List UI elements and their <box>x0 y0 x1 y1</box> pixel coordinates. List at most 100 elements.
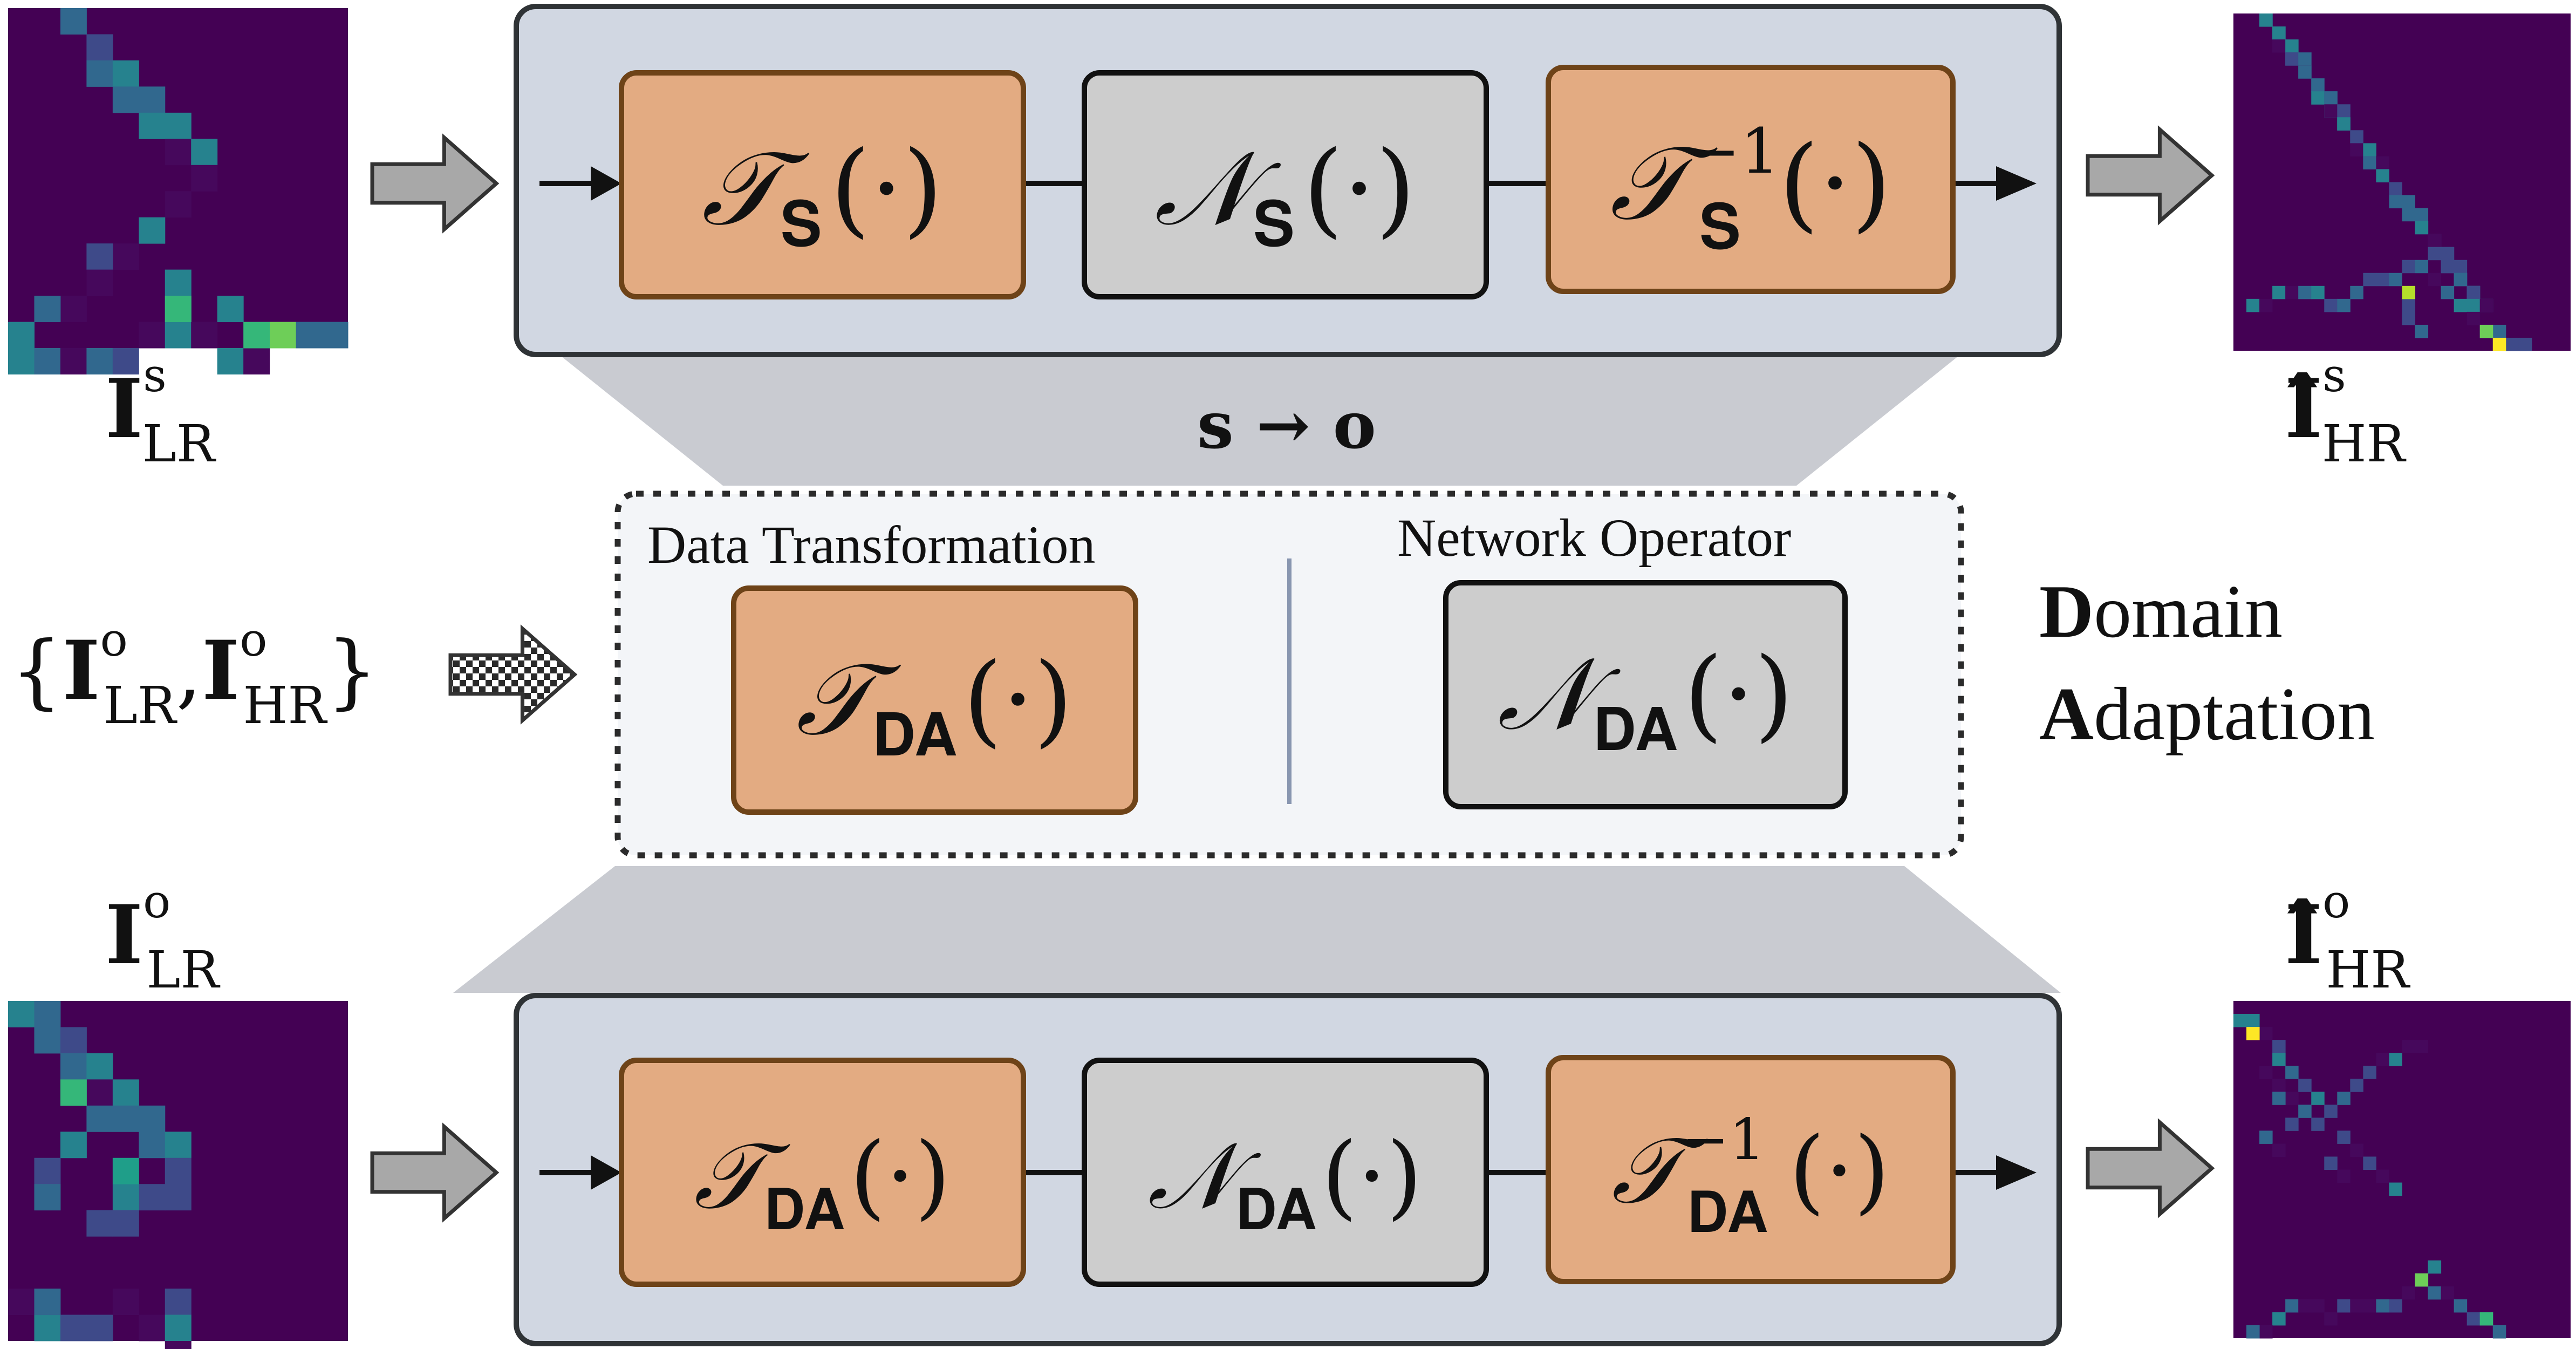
heatmap-cell <box>2337 1299 2350 1313</box>
top-network-subscript: 𝐒 <box>1253 188 1295 261</box>
bottom-input-block-arrow <box>370 1122 500 1223</box>
title-rest-daptation: daptation <box>2094 672 2375 756</box>
title-initial-d: D <box>2039 570 2094 653</box>
heatmap-cell <box>2246 1027 2260 1040</box>
network-operator-label: Network Operator <box>1397 508 1791 568</box>
heatmap-cell <box>2337 1130 2350 1144</box>
heatmap-cell <box>112 1157 139 1184</box>
heatmap-cell <box>2363 1299 2376 1313</box>
bottom-exit-arrowhead <box>1996 1155 2037 1190</box>
heatmap-cell <box>2311 1092 2325 1105</box>
heatmap-cell <box>2259 1325 2273 1339</box>
heatmap-cell <box>2428 234 2442 248</box>
bottom-output-main: 𝐈̂ <box>2285 888 2322 983</box>
heatmap-cell <box>2402 208 2416 222</box>
domain-transform-arg: (·) <box>963 641 1072 758</box>
heatmap-cell <box>112 1079 139 1106</box>
heatmap-cell <box>139 86 166 113</box>
heatmap-cell <box>191 165 218 192</box>
set-comma: , <box>176 624 202 718</box>
bottom-inverse-subscript: 𝐃𝐀 <box>1687 1180 1767 1245</box>
bottom-input-sub: LR <box>146 941 220 1000</box>
top-input-sub: LR <box>142 414 216 474</box>
heatmap-cell <box>60 296 87 323</box>
heatmap-cell <box>139 217 166 244</box>
heatmap-cell <box>2492 1325 2506 1339</box>
heatmap-cell <box>139 1184 166 1211</box>
heatmap-cell <box>2272 1040 2286 1053</box>
heatmap-bottom-output <box>2233 1001 2571 1339</box>
title-rest-omain: omain <box>2094 570 2283 653</box>
heatmap-cell <box>2402 311 2416 325</box>
bottom-network-box: 𝒩𝐃𝐀(·) <box>1082 1058 1489 1287</box>
heatmap-cell <box>2376 1053 2389 1066</box>
bottom-inverse-superscript: −1 <box>1682 1107 1765 1173</box>
heatmap-cell <box>2402 260 2416 274</box>
heatmap-cell <box>86 348 113 374</box>
heatmap-cell <box>2298 65 2312 79</box>
heatmap-cell <box>2272 1079 2286 1092</box>
heatmap-cell <box>34 1184 61 1211</box>
heatmap-cell <box>86 269 113 296</box>
heatmap-cell <box>2518 337 2532 351</box>
heatmap-cell <box>2311 78 2325 92</box>
heatmap-cell <box>2337 298 2350 312</box>
heatmap-cell <box>2441 285 2455 299</box>
heatmap-cell <box>2259 1130 2273 1144</box>
heatmap-cell <box>2350 143 2363 156</box>
top-inverse-superscript: −1 <box>1689 115 1780 188</box>
top-input-sup: s <box>143 349 167 403</box>
heatmap-cell <box>191 139 218 166</box>
heatmap-cell <box>2259 1027 2273 1040</box>
top-transform-box: 𝒯𝐒(·) <box>619 70 1026 299</box>
heatmap-cell <box>60 1314 87 1341</box>
heatmap-cell <box>2402 1286 2416 1300</box>
top-inverse-arg: (·) <box>1779 124 1891 243</box>
top-output-block-arrow <box>2086 125 2215 226</box>
set-a-main: 𝐈 <box>62 623 100 718</box>
heatmap-cell <box>112 348 139 374</box>
heatmap-cell <box>2324 104 2338 118</box>
heatmap-cell <box>2363 156 2376 169</box>
domain-operator-subscript: 𝐃𝐀 <box>1593 695 1677 764</box>
heatmap-cell <box>112 1184 139 1211</box>
heatmap-cell <box>2246 1325 2260 1339</box>
heatmap-cell <box>2272 1053 2286 1066</box>
heatmap-cell <box>2337 117 2350 131</box>
heatmap-cell <box>2285 285 2299 299</box>
heatmap-cell <box>2337 1169 2350 1183</box>
heatmap-cell <box>86 1079 113 1106</box>
heatmap-cell <box>2285 39 2299 53</box>
top-input-block-arrow <box>370 133 500 234</box>
heatmap-cell <box>139 1132 166 1159</box>
heatmap-cell <box>2259 1066 2273 1079</box>
heatmap-cell <box>2376 169 2389 182</box>
heatmap-cell <box>2298 52 2312 66</box>
heatmap-cell <box>34 348 61 374</box>
heatmap-cell <box>2428 1286 2442 1300</box>
heatmap-bottom-input <box>8 1001 348 1349</box>
heatmap-cell <box>2376 1299 2389 1313</box>
top-network-arg: (·) <box>1303 129 1416 248</box>
heatmap-cell <box>139 112 166 139</box>
heatmap-cell <box>8 348 35 374</box>
heatmap-cell <box>86 1314 113 1341</box>
heatmap-cell <box>86 243 113 270</box>
heatmap-cell <box>86 1053 113 1080</box>
heatmap-cell <box>2259 298 2273 312</box>
heatmap-cell <box>2402 298 2416 312</box>
heatmap-cell <box>2337 1092 2350 1105</box>
heatmap-cell <box>2441 1286 2455 1300</box>
heatmap-cell <box>2272 26 2286 40</box>
heatmap-cell <box>2272 39 2286 53</box>
domain-transform-subscript: 𝐃𝐀 <box>872 700 956 769</box>
heatmap-cell <box>2324 91 2338 105</box>
heatmap-cell <box>2389 1053 2402 1066</box>
heatmap-cell <box>217 348 244 374</box>
heatmap-cell <box>2479 1312 2493 1326</box>
heatmap-cell <box>2298 285 2312 299</box>
domain-operator-box: 𝒩𝐃𝐀(·) <box>1443 580 1848 809</box>
